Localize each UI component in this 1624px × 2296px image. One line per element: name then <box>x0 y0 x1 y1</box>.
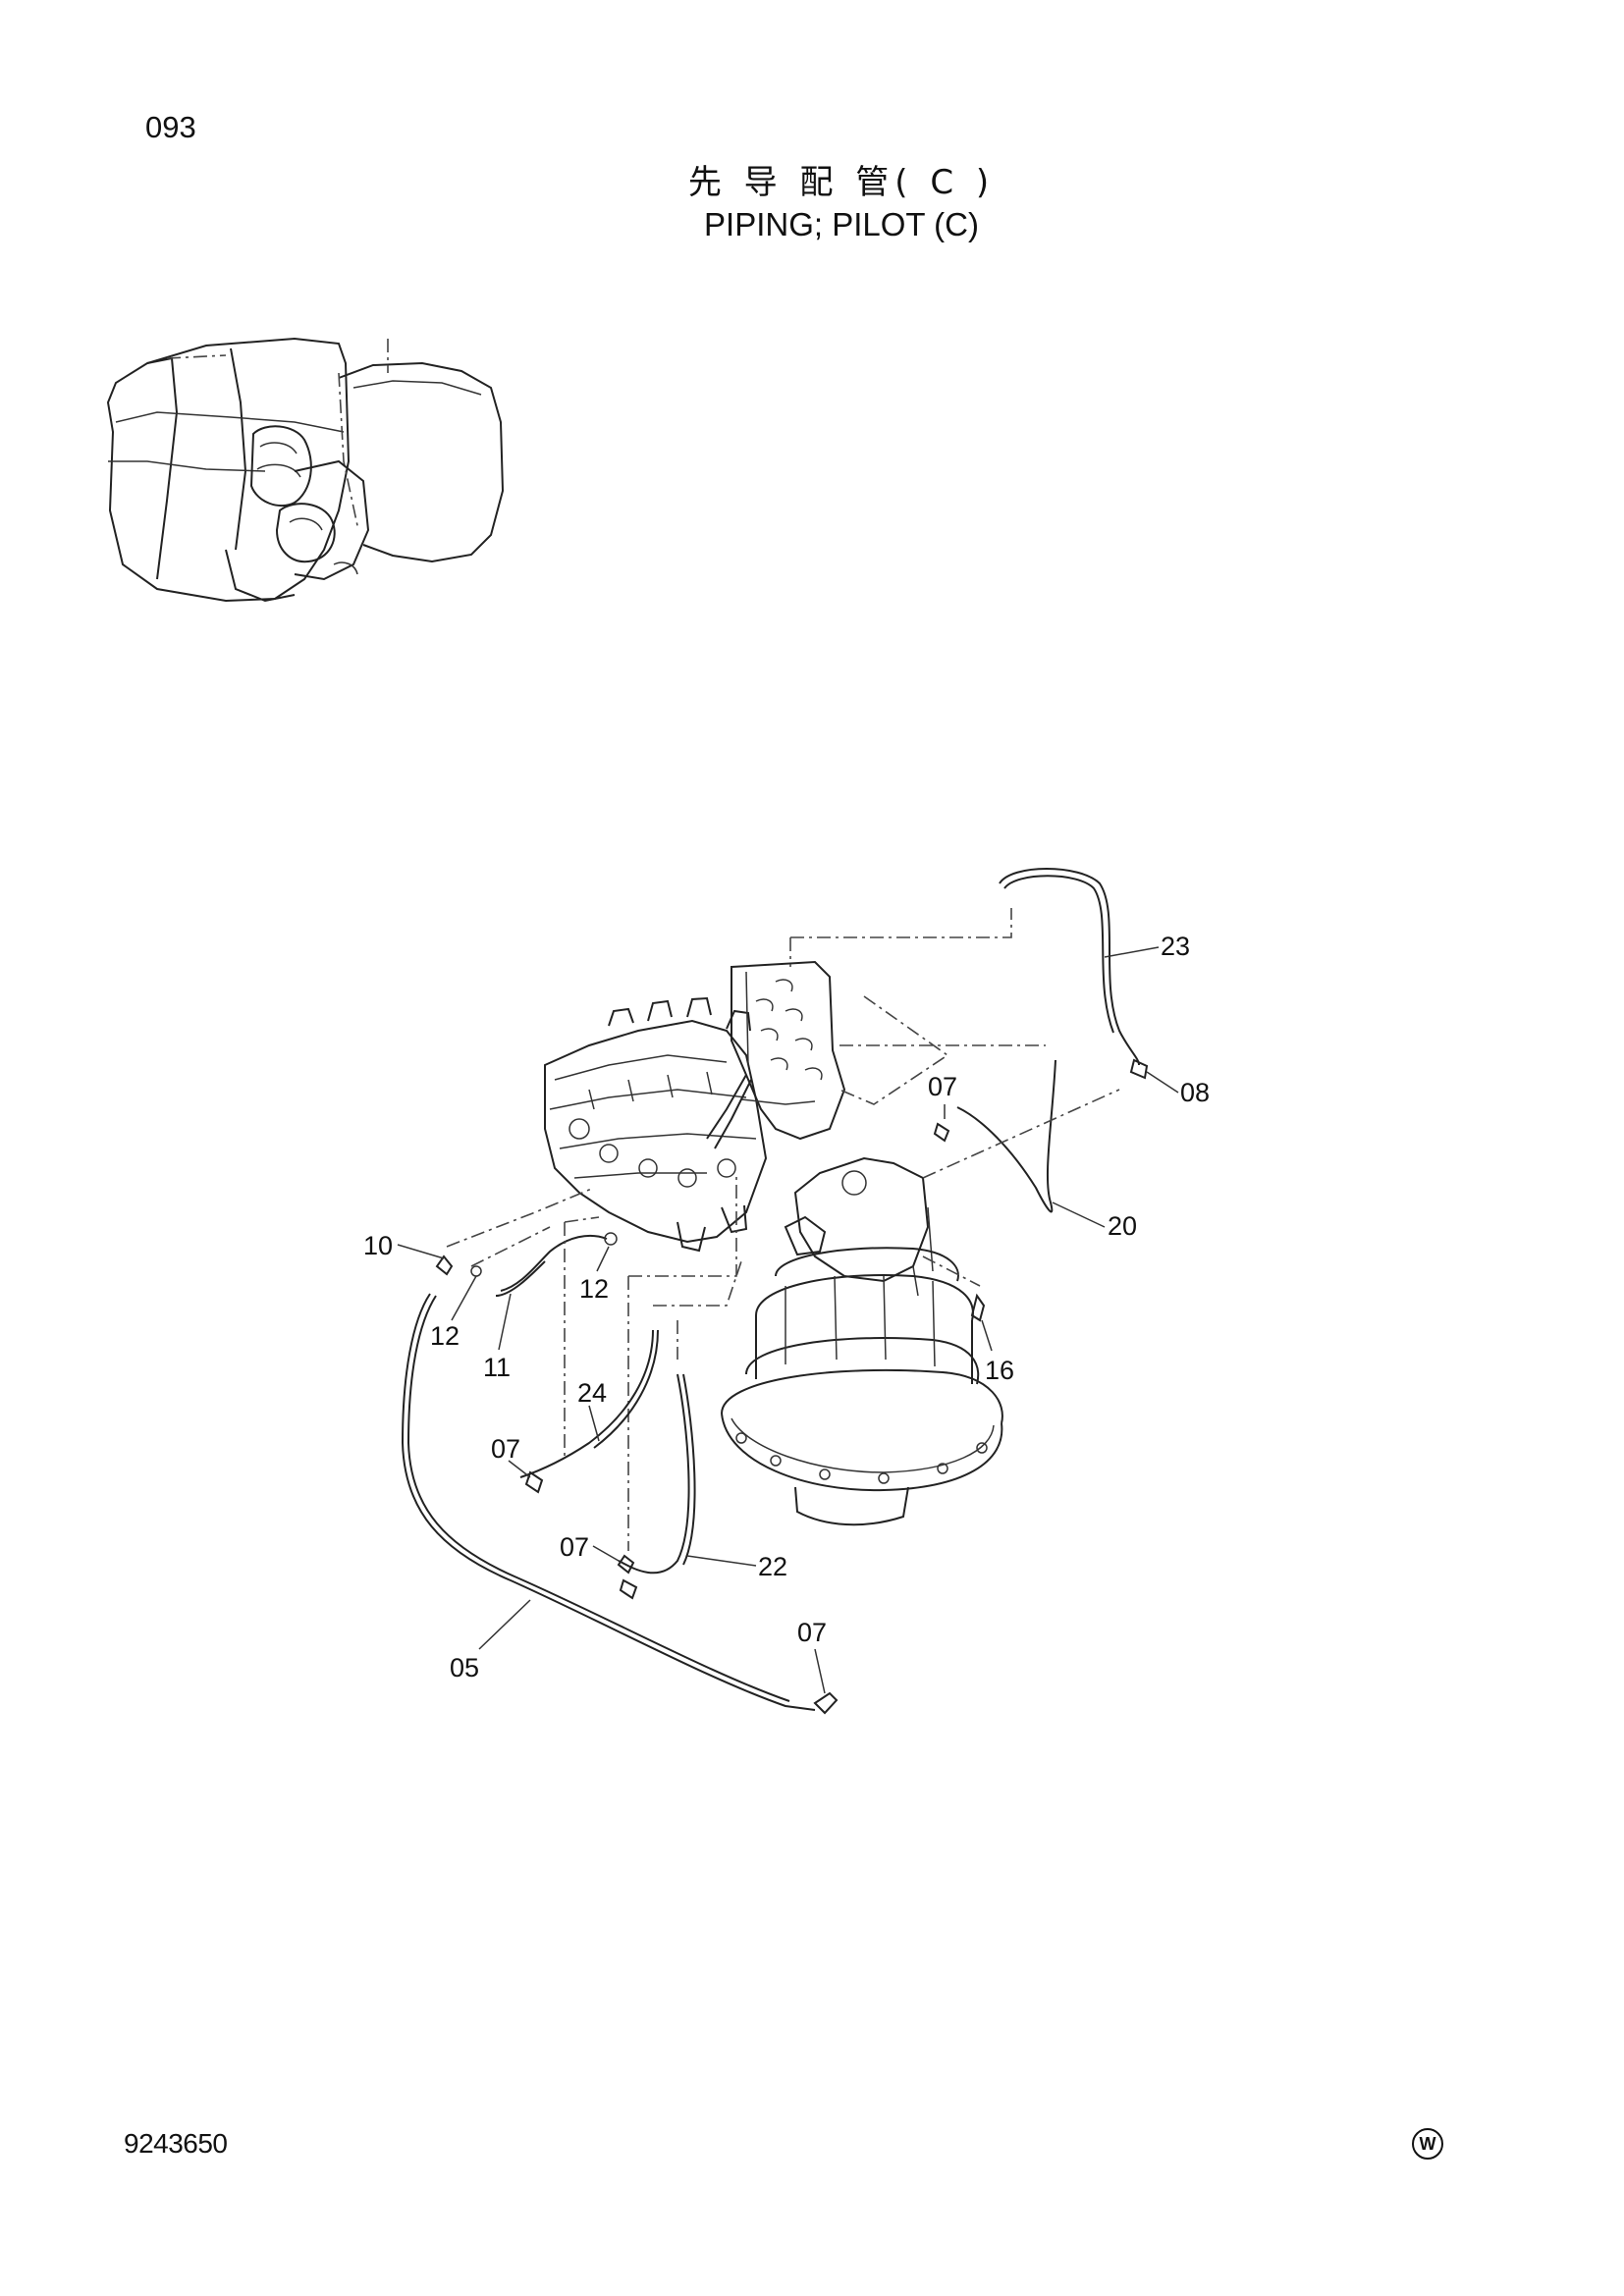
callout-12: 12 <box>579 1274 609 1304</box>
callout-07: 07 <box>928 1072 957 1101</box>
callout-labels: 23 08 07 20 10 12 12 11 24 16 07 07 22 0… <box>363 932 1210 1682</box>
callout-12: 12 <box>430 1321 460 1351</box>
callout-10: 10 <box>363 1231 393 1260</box>
pilot-valve-block <box>706 960 846 1149</box>
callout-24: 24 <box>577 1378 607 1408</box>
callout-07: 07 <box>797 1618 827 1647</box>
swing-motor <box>721 1156 1003 1526</box>
page-title-english: PIPING; PILOT (C) <box>704 206 979 242</box>
page-number: 093 <box>145 110 196 144</box>
callout-20: 20 <box>1108 1211 1137 1241</box>
hoses-and-leaders <box>397 868 1179 1715</box>
machine-location-thumbnail <box>106 337 505 603</box>
control-valve <box>544 996 768 1253</box>
callout-23: 23 <box>1161 932 1190 961</box>
circled-w-mark: W <box>1412 2128 1443 2160</box>
callout-05: 05 <box>450 1653 479 1682</box>
callout-22: 22 <box>758 1552 787 1581</box>
callout-07: 07 <box>491 1434 520 1464</box>
page-title-chinese: 先 导 配 管( C ) <box>687 163 996 202</box>
callout-08: 08 <box>1180 1078 1210 1107</box>
callout-11: 11 <box>483 1353 511 1382</box>
callout-07: 07 <box>560 1532 589 1562</box>
document-number: 9243650 <box>124 2128 228 2159</box>
callout-16: 16 <box>985 1356 1014 1385</box>
